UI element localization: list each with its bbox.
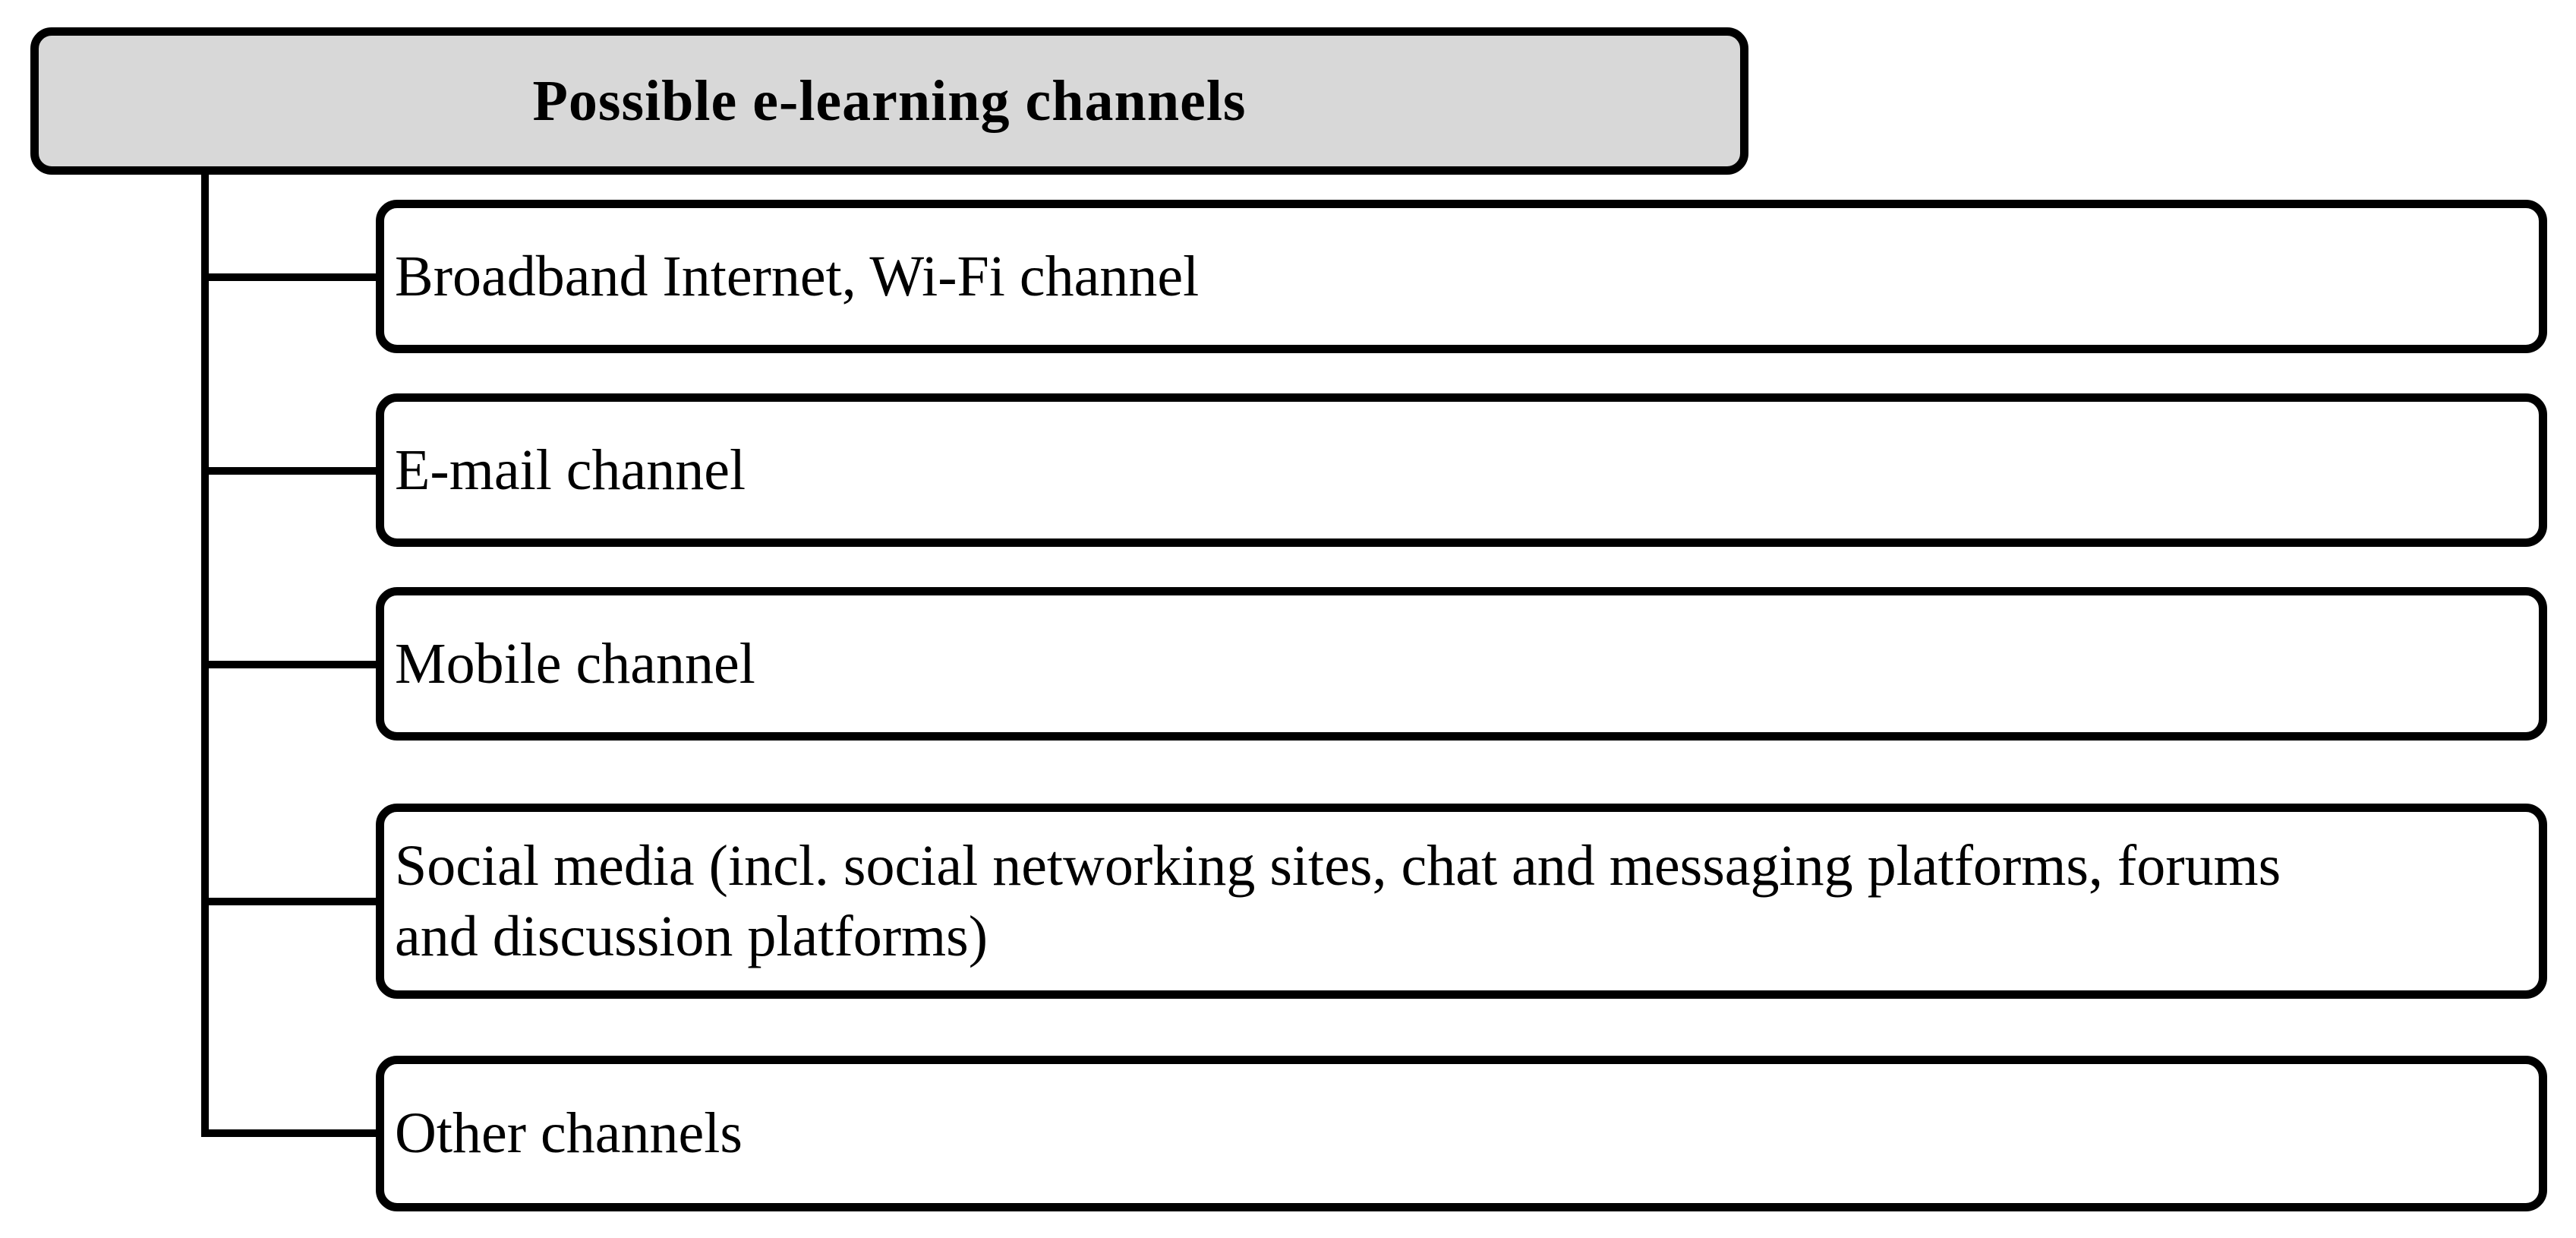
- connector-stub-mobile: [201, 661, 380, 668]
- child-node-label: E-mail channel: [395, 437, 746, 502]
- root-node-possible-channels: Possible e-learning channels: [30, 27, 1748, 175]
- child-node-mobile: Mobile channel: [376, 587, 2547, 741]
- connector-stub-email: [201, 467, 380, 475]
- child-node-social-media: Social media (incl. social networking si…: [376, 804, 2547, 999]
- connector-stub-social-media: [201, 898, 380, 905]
- child-node-label: Other channels: [395, 1101, 743, 1166]
- child-node-other: Other channels: [376, 1056, 2547, 1211]
- child-node-label: Broadband Internet, Wi-Fi channel: [395, 244, 1200, 308]
- connector-stub-other: [201, 1129, 380, 1137]
- connector-stub-broadband: [201, 273, 380, 281]
- child-node-label-line-2: and discussion platforms): [395, 904, 988, 968]
- child-node-label-line-1: Social media (incl. social networking si…: [395, 833, 2281, 898]
- child-node-label: Mobile channel: [395, 631, 755, 696]
- child-node-email: E-mail channel: [376, 393, 2547, 547]
- child-node-broadband: Broadband Internet, Wi-Fi channel: [376, 200, 2547, 353]
- connector-trunk: [201, 175, 209, 1133]
- root-node-label: Possible e-learning channels: [532, 68, 1247, 133]
